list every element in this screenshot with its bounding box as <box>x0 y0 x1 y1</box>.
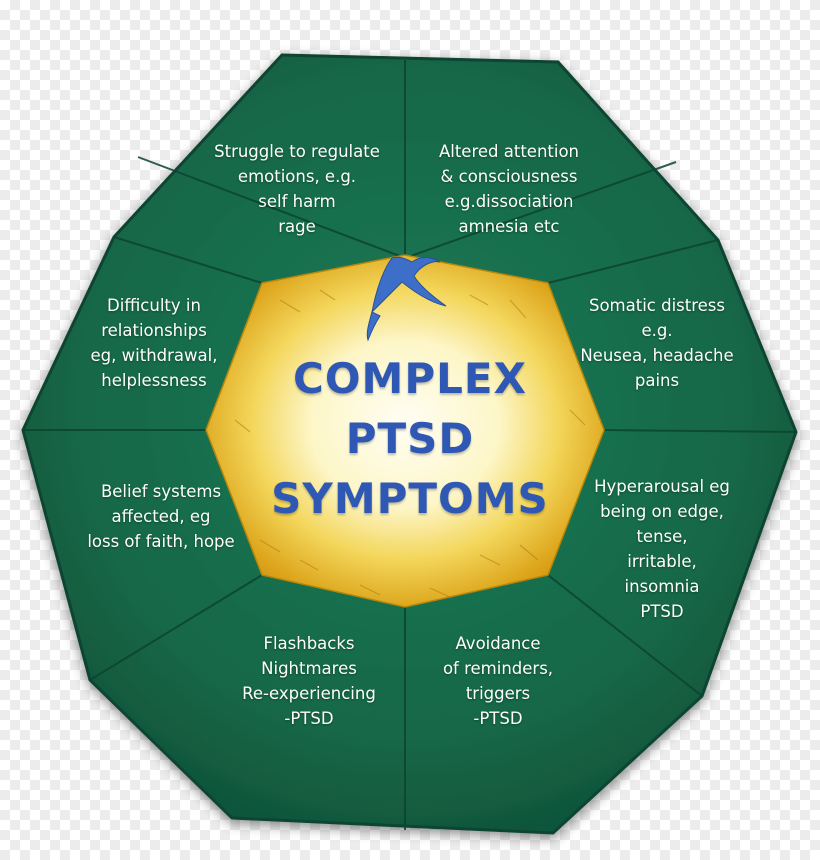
segment-line: Struggle to regulate <box>214 142 380 161</box>
segment-line: -PTSD <box>473 709 523 728</box>
segment-belief-systems: Belief systems affected, eg loss of fait… <box>66 479 256 554</box>
segment-line: Avoidance <box>455 634 541 653</box>
segment-line: Nightmares <box>261 659 357 678</box>
segment-line: & consciousness <box>440 167 578 186</box>
segment-line: -PTSD <box>284 709 334 728</box>
segment-altered-attention: Altered attention & consciousness e.g.di… <box>414 139 604 239</box>
swallow-bird-icon <box>366 256 447 342</box>
segment-line: relationships <box>101 321 207 340</box>
segment-line: loss of faith, hope <box>87 532 235 551</box>
segment-line: of reminders, <box>442 659 554 678</box>
segment-line: Hyperarousal eg <box>594 477 730 496</box>
segment-hyperarousal: Hyperarousal eg being on edge, tense, ir… <box>567 474 757 624</box>
segment-line: eg, withdrawal, <box>90 346 218 365</box>
gold-texture <box>234 289 586 599</box>
segment-line: e.g. <box>641 321 673 340</box>
segment-somatic-distress: Somatic distress e.g. Neusea, headache p… <box>562 293 752 393</box>
title-line-ptsd: PTSD <box>345 414 475 463</box>
segment-line: Difficulty in <box>107 296 201 315</box>
segment-line: irritable, <box>627 552 697 571</box>
segment-line: triggers <box>465 684 531 703</box>
segment-line: self harm <box>258 192 336 211</box>
segment-line: Somatic distress <box>588 296 725 315</box>
segment-regulate-emotions: Struggle to regulate emotions, e.g. self… <box>202 139 392 239</box>
segment-line: Neusea, headache <box>580 346 734 365</box>
segment-flashbacks: Flashbacks Nightmares Re-experiencing -P… <box>214 631 404 731</box>
segment-line: insomnia <box>624 577 700 596</box>
segment-line: Altered attention <box>438 142 580 161</box>
segment-line: Re-experiencing <box>242 684 376 703</box>
segment-line: helplessness <box>101 371 207 390</box>
segment-relationships: Difficulty in relationships eg, withdraw… <box>59 293 249 393</box>
center-octagon <box>205 254 605 608</box>
segment-dividers <box>23 60 797 830</box>
segment-line: pains <box>634 371 680 390</box>
segment-line: PTSD <box>640 602 684 621</box>
segment-line: Flashbacks <box>263 634 355 653</box>
segment-line: emotions, e.g. <box>237 167 357 186</box>
title-line-complex: COMPLEX <box>293 354 527 403</box>
segment-line: being on edge, <box>600 502 724 521</box>
segment-avoidance: Avoidance of reminders, triggers -PTSD <box>403 631 593 731</box>
segment-line: e.g.dissociation <box>444 192 574 211</box>
segment-line: tense, <box>636 527 688 546</box>
segment-line: Belief systems <box>100 482 222 501</box>
segment-line: rage <box>278 217 316 236</box>
title-line-symptoms: SYMPTOMS <box>271 474 549 523</box>
segment-line: affected, eg <box>111 507 211 526</box>
segment-line: amnesia etc <box>458 217 560 236</box>
